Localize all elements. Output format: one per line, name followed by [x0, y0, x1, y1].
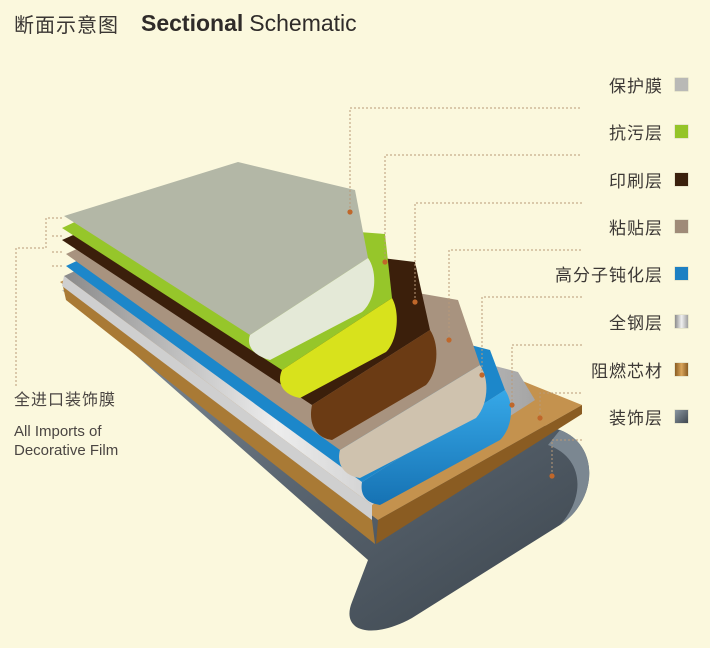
legend-swatch [675, 362, 688, 376]
legend-label: 粘贴层 [609, 218, 663, 239]
legend-item-adhesive: 粘贴层 [609, 214, 688, 239]
legend-swatch [675, 172, 688, 186]
legend-label: 阻燃芯材 [591, 361, 663, 382]
title-english-bold: Sectional [141, 9, 244, 36]
side-note-english: All Imports of Decorative Film [14, 422, 118, 460]
side-note: 全进口装饰膜 All Imports of Decorative Film [14, 386, 118, 460]
legend-item-protective-film: 保护膜 [609, 72, 688, 97]
protective-film-shape [64, 162, 375, 360]
legend-item-printing: 印刷层 [609, 167, 688, 192]
legend-item-anti-stain: 抗污层 [609, 119, 688, 144]
legend-label: 抗污层 [609, 123, 663, 144]
leader-lines [15, 107, 582, 476]
legend-swatch [675, 409, 688, 423]
title-chinese: 断面示意图 [14, 12, 119, 37]
legend-label: 装饰层 [609, 408, 663, 429]
legend-item-passivation: 高分子钝化层 [555, 261, 688, 286]
legend-swatch [675, 314, 688, 328]
legend-label: 印刷层 [609, 171, 663, 192]
legend-item-decor: 装饰层 [609, 404, 688, 429]
legend-swatch [675, 77, 688, 91]
legend-swatch [675, 219, 688, 233]
leader-dots [347, 209, 555, 479]
side-note-chinese: 全进口装饰膜 [14, 390, 117, 409]
side-note-english-line2: Decorative Film [14, 442, 119, 459]
legend-swatch [675, 266, 688, 280]
legend-item-steel: 全钢层 [609, 309, 688, 334]
title-english-light: Schematic [249, 9, 357, 36]
legend-item-core: 阻燃芯材 [591, 357, 688, 382]
legend-label: 保护膜 [609, 76, 663, 97]
side-note-english-line1: All Imports of [14, 423, 102, 440]
legend-label: 高分子钝化层 [555, 265, 663, 286]
legend-label: 全钢层 [609, 313, 663, 334]
legend-swatch [675, 124, 688, 138]
